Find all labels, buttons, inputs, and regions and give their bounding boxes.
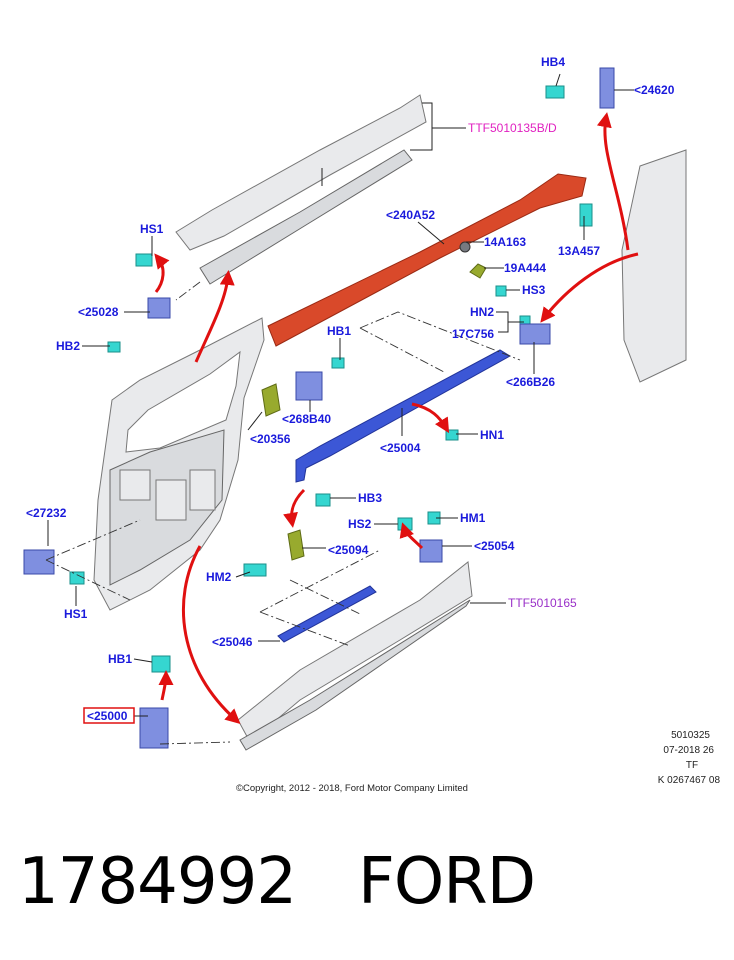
assembly-arrows [154,112,639,724]
callout-hn1: HN1 [480,428,504,442]
reference-block: 5010325 07-2018 26 TF K 0267467 08 [658,730,721,786]
callout-14a163: 14A163 [484,235,526,249]
parts-diagram: HB4 <24620 TTF5010135B/D <240A52 14A163 … [23,55,721,794]
callout-hb1-bottom: HB1 [108,652,132,666]
callout-17c756: 17C756 [452,327,494,341]
construction-lines [45,281,521,745]
callout-hs3: HS3 [522,283,546,297]
callout-hs2: HS2 [348,517,372,531]
callout-hm2: HM2 [206,570,232,584]
callout-25094: <25094 [328,543,369,557]
callout-hn2: HN2 [470,305,494,319]
door-inner-panel [93,317,265,611]
callout-25000[interactable]: <25000 [87,709,128,723]
part-footer: 1784992 FORD [18,842,536,922]
roof-reinforcement-part [267,173,587,347]
callout-25054: <25054 [474,539,515,553]
callout-13a457: 13A457 [558,244,600,258]
callout-25004: <25004 [380,441,421,455]
callout-hs1-bottom: HS1 [64,607,88,621]
callout-hb3: HB3 [358,491,382,505]
callout-240a52: <240A52 [386,208,435,222]
callout-ttf5010135bd: TTF5010135B/D [468,121,557,135]
callout-20356: <20356 [250,432,291,446]
callout-hm1: HM1 [460,511,486,525]
ref-line-4: K 0267467 08 [658,775,721,786]
callout-hb1-mid: HB1 [327,324,351,338]
callout-hs1-top: HS1 [140,222,164,236]
copyright-text: ©Copyright, 2012 - 2018, Ford Motor Comp… [236,783,468,794]
lower-track-part [277,585,377,643]
ref-line-1: 5010325 [671,730,710,741]
ref-line-2: 07-2018 26 [663,745,714,756]
callout-hb4: HB4 [541,55,565,69]
part-callouts: HB4 <24620 TTF5010135B/D <240A52 14A163 … [26,55,675,724]
callout-27232: <27232 [26,506,67,520]
callout-268b40: <268B40 [282,412,331,426]
callout-hb2: HB2 [56,339,80,353]
callout-25046: <25046 [212,635,253,649]
brand-name: FORD [358,845,536,919]
sill-panel [237,561,473,751]
callout-25028: <25028 [78,305,119,319]
ref-line-3: TF [686,760,698,771]
callout-24620: <24620 [634,83,675,97]
part-number: 1784992 [18,845,297,919]
leader-lines [47,73,634,717]
body-side-panel [621,149,687,383]
highlight-box [83,707,135,724]
upper-track-part [295,349,511,483]
small-parts [23,67,615,749]
callout-ttf5010165: TTF5010165 [508,596,577,610]
callout-266b26: <266B26 [506,375,555,389]
roof-rail-part [175,94,427,285]
callout-19a444: 19A444 [504,261,546,275]
